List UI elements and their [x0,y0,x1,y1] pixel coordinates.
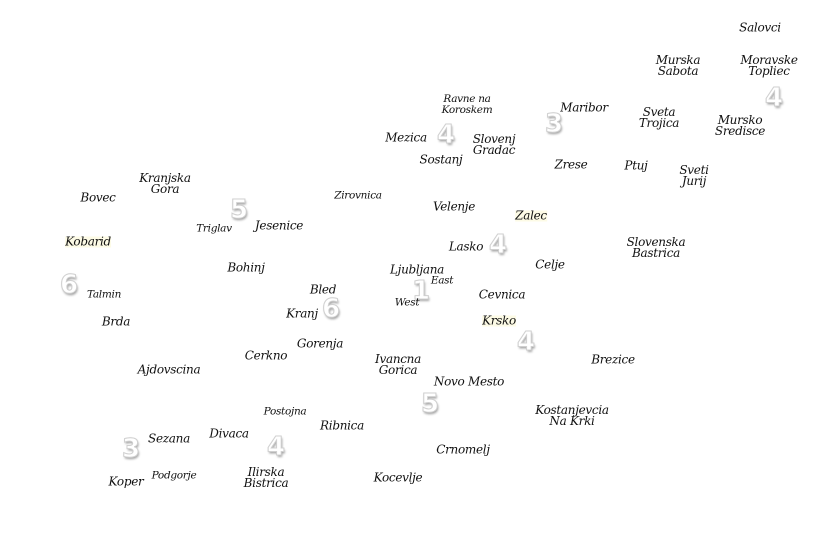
place-label-ljubljana[interactable]: Ljubljana [390,262,444,277]
place-label-sveti-jurij[interactable]: Sveti Jurij [679,163,709,188]
place-label-mezica[interactable]: Mezica [385,130,427,145]
region-number-r-6-kobarid: 6 [59,270,79,301]
place-label-divaca[interactable]: Divaca [209,426,249,441]
place-label-slovenska-bastrica[interactable]: Slovenska Bastrica [626,235,686,260]
place-label-kobarid[interactable]: Kobarid [65,234,111,249]
place-label-brezice[interactable]: Brezice [591,352,635,367]
region-number-r-3-sezana: 3 [121,434,141,465]
place-label-zrese[interactable]: Zrese [554,157,588,172]
place-label-triglav[interactable]: Triglav [196,222,232,235]
place-label-moravske-topliec[interactable]: Moravske Topliec [740,53,798,78]
place-label-velenje[interactable]: Velenje [432,199,476,214]
region-number-r-3-maribor: 3 [544,109,564,140]
place-label-kocevlje[interactable]: Kocevlje [373,470,423,485]
region-number-r-4-ilirska: 4 [266,432,286,463]
place-label-sostanj[interactable]: Sostanj [419,152,463,167]
place-label-ljubljana-east[interactable]: East [430,274,454,287]
place-label-slovenj-gradac[interactable]: Slovenj Gradac [472,132,516,157]
place-label-zirovnica[interactable]: Zirovnica [334,189,382,202]
place-label-maribor[interactable]: Maribor [560,100,608,115]
place-label-sveta-trojica[interactable]: Sveta Trojica [638,105,680,130]
place-label-cevnica[interactable]: Cevnica [478,287,526,302]
place-label-bohinj[interactable]: Bohinj [227,260,265,275]
place-label-koper[interactable]: Koper [108,474,144,489]
place-label-ravne-na-koroskem[interactable]: Ravne na Koroskem [441,93,493,116]
region-number-r-1-ljubljana: 1 [411,276,431,307]
region-number-r-5-triglav: 5 [229,195,249,226]
place-label-kostanjevcia-na-krki[interactable]: Kostanjevcia Na Krki [535,403,609,428]
place-label-ptuj[interactable]: Ptuj [624,158,648,173]
place-label-brda[interactable]: Brda [101,314,131,329]
place-label-celje[interactable]: Celje [535,257,565,272]
place-label-talmin[interactable]: Talmin [86,288,122,301]
place-label-kranjska-gora[interactable]: Kranjska Gora [139,171,191,196]
place-label-salovci[interactable]: Salovci [739,20,781,35]
place-label-kranj[interactable]: Kranj [286,306,318,321]
place-label-bled[interactable]: Bled [309,282,337,297]
place-label-ljubljana-west[interactable]: West [394,296,420,309]
region-number-r-4-moravske: 4 [764,83,784,114]
place-label-crnomelj[interactable]: Crnomelj [436,442,490,457]
region-number-r-4-mezica: 4 [436,120,456,151]
place-label-bovec[interactable]: Bovec [80,190,116,205]
place-label-jesenice[interactable]: Jesenice [254,218,304,233]
place-label-mursko-sredisce[interactable]: Mursko Sredisce [714,113,766,138]
region-number-r-6-kranj: 6 [321,294,341,325]
place-label-ajdovscina[interactable]: Ajdovscina [137,362,201,377]
region-number-r-5-novo-mesto: 5 [420,389,440,420]
place-label-novo-mesto[interactable]: Novo Mesto [433,374,505,389]
place-label-ribnica[interactable]: Ribnica [320,418,364,433]
region-number-r-4-lasko: 4 [488,230,508,261]
place-label-sezana[interactable]: Sezana [148,431,190,446]
place-label-lasko[interactable]: Lasko [448,239,484,254]
place-label-gorenja[interactable]: Gorenja [296,336,344,351]
place-label-zalec[interactable]: Zalec [515,208,547,223]
place-label-cerkno[interactable]: Cerkno [244,348,288,363]
place-label-ilirska-bistrica[interactable]: Ilirska Bistrica [243,465,289,490]
place-label-ivancna-gorica[interactable]: Ivancna Gorica [375,352,421,377]
place-label-podgorje[interactable]: Podgorje [151,469,197,482]
place-label-krsko[interactable]: Krsko [482,313,516,328]
place-label-murska-sabota[interactable]: Murska Sabota [655,53,701,78]
place-label-postojna[interactable]: Postojna [263,405,307,418]
region-number-r-4-krsko: 4 [516,327,536,358]
